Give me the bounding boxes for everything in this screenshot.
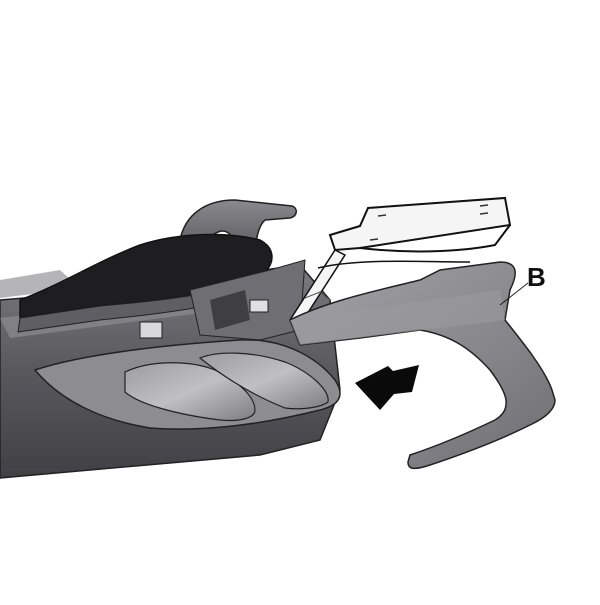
rack-support-arm-b — [289, 261, 556, 470]
direction-arrow — [355, 365, 419, 410]
passenger-grab-handle — [179, 199, 297, 253]
callout-b-leader — [499, 282, 529, 306]
mounting-plate — [288, 196, 512, 326]
frame-interior — [139, 259, 306, 341]
callout-label-b: B — [527, 262, 546, 292]
rear-tail-light — [33, 339, 341, 430]
